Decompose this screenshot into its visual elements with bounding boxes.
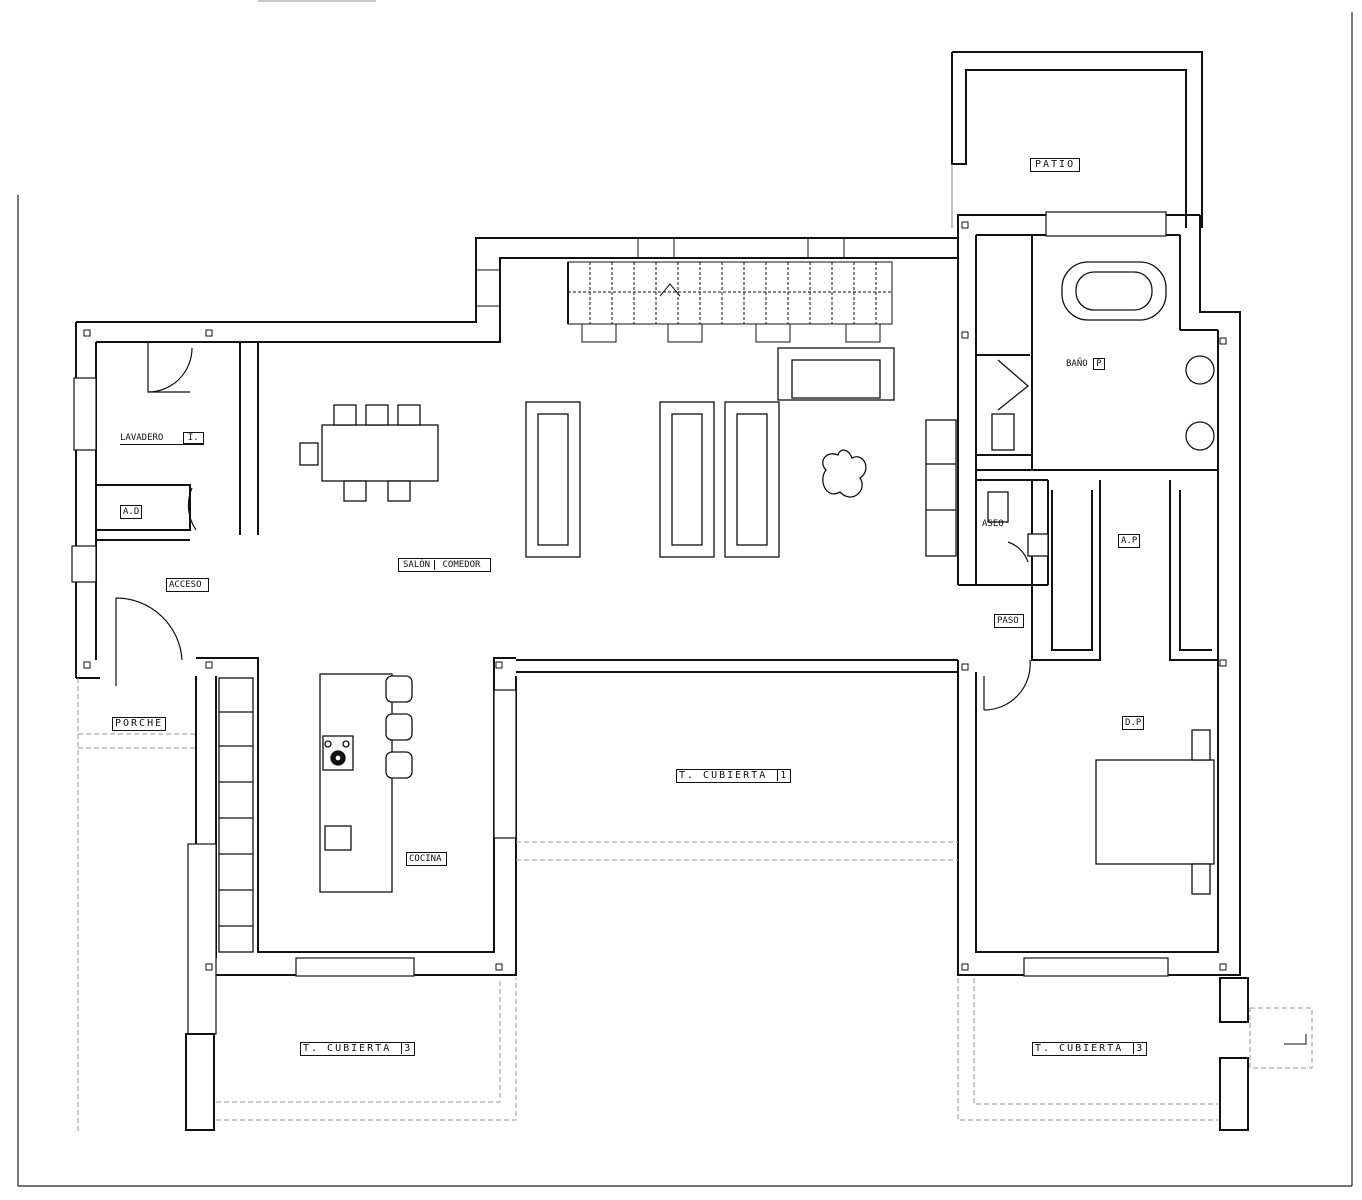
staircase (475, 237, 893, 343)
label-cubierta-left-name: T. CUBIERTA (303, 1043, 392, 1054)
label-porche: PORCHE (112, 717, 167, 731)
label-bano-name: BAÑO (1066, 359, 1088, 369)
bedroom-furniture (1095, 729, 1215, 895)
windows (71, 211, 1169, 1035)
label-acceso: ACCESO (166, 578, 209, 592)
label-cubierta-center: T. CUBIERTA 1 (676, 769, 792, 783)
label-cubierta-center-code: 1 (777, 770, 791, 781)
bathroom-fixtures (987, 261, 1215, 557)
label-salon: SALÓN (399, 560, 436, 570)
label-lavadero-name: LAVADERO (120, 433, 164, 443)
exterior-piers (185, 977, 1307, 1131)
label-paso: PASO (994, 614, 1024, 628)
label-cubierta-center-name: T. CUBIERTA (679, 770, 768, 781)
sheet-frame (17, 0, 1353, 1187)
label-cubierta-right: T. CUBIERTA 3 (1032, 1042, 1148, 1056)
interior-walls (96, 235, 1218, 661)
label-aseo: ASEO (982, 519, 1004, 529)
doors (115, 342, 1031, 711)
label-patio: PATIO (1030, 158, 1081, 172)
label-ad: A.D (120, 505, 143, 519)
label-comedor: COMEDOR (442, 560, 481, 570)
label-cubierta-left: T. CUBIERTA 3 (300, 1042, 416, 1056)
label-bano: BAÑO P (1066, 358, 1105, 370)
dashed-outlines (77, 678, 1313, 1132)
patio-walls (951, 51, 1203, 228)
label-cubierta-right-name: T. CUBIERTA (1035, 1043, 1124, 1054)
label-lavadero: LAVADERO I. (120, 432, 204, 445)
label-cocina: COCINA (406, 852, 447, 866)
label-cubierta-left-code: 3 (401, 1043, 415, 1054)
label-d-p: D.P (1122, 716, 1145, 730)
column-markers (83, 221, 1227, 971)
label-a-p: A.P (1118, 534, 1141, 548)
label-lavadero-code: I. (182, 432, 204, 444)
living-furniture (299, 347, 957, 558)
label-salon-comedor: SALÓN COMEDOR (398, 558, 492, 572)
label-cubierta-right-code: 3 (1133, 1043, 1147, 1054)
kitchen-furniture (218, 673, 413, 953)
label-bano-code: P (1093, 358, 1105, 370)
